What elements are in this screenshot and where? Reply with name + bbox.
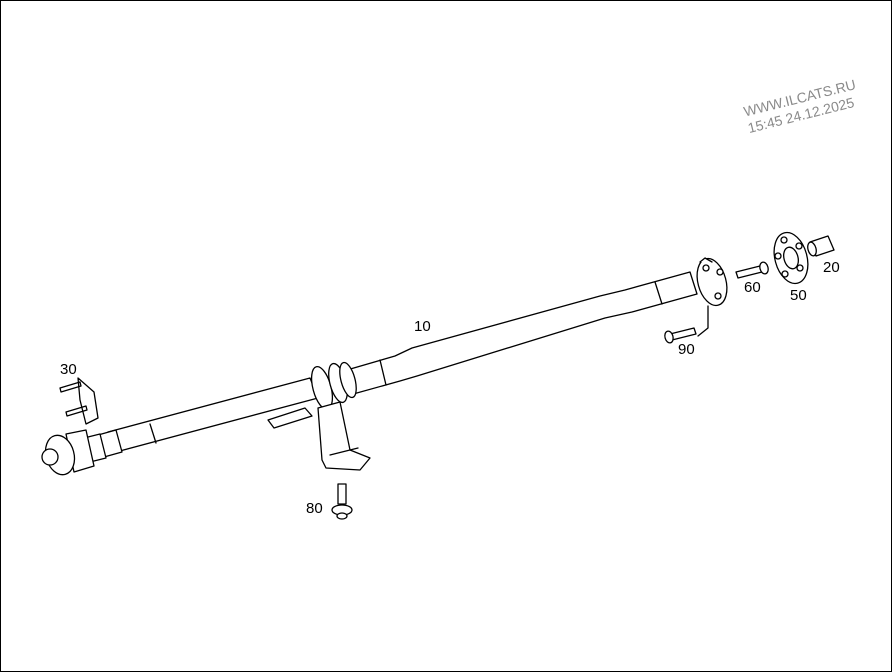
propeller-shaft [41, 257, 728, 476]
bolt-80-drawing [331, 483, 353, 520]
callout-20: 20 [823, 259, 840, 276]
sleeve-drawing [807, 235, 835, 257]
bolt-60-drawing [735, 261, 769, 279]
bolt-90-drawing [664, 327, 697, 344]
callout-50: 50 [790, 287, 807, 304]
callout-90: 90 [678, 341, 695, 358]
callout-60: 60 [744, 279, 761, 296]
flex-disc-drawing [773, 231, 809, 285]
callout-10: 10 [414, 318, 431, 335]
callout-80: 80 [306, 500, 323, 517]
callout-30: 30 [60, 361, 77, 378]
